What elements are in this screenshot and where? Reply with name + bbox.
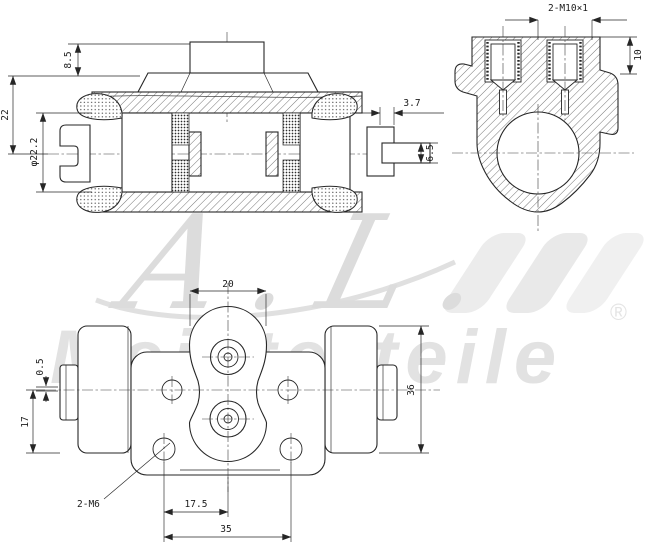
dim-boss-height: 8.5 <box>63 51 74 68</box>
dim-slot-depth: 3.7 <box>403 98 420 109</box>
piston-left <box>121 112 173 193</box>
side-section-view: 8.5 22 φ22.2 3.7 6.5 <box>0 32 444 213</box>
dim-step: 0.5 <box>35 358 46 375</box>
spigot-right <box>376 364 398 421</box>
dim-hole-spacing: 35 <box>220 524 231 535</box>
dim-boss-width: 20 <box>222 279 234 290</box>
body-right <box>324 325 378 454</box>
pushrod <box>381 142 431 164</box>
dim-hole-offset: 17.5 <box>185 499 208 510</box>
seal <box>171 112 190 146</box>
logo-stripes-icon <box>444 233 644 313</box>
spigot-left <box>59 364 79 421</box>
dim-thread-spec: 2-M10×1 <box>548 3 588 14</box>
clevis-left <box>59 124 91 183</box>
dim-bolt-spec: 2-M6 <box>77 499 100 510</box>
dim-bore-diameter: φ22.2 <box>29 138 40 167</box>
watermark-swash <box>95 259 457 320</box>
dim-rod-height: 6.5 <box>425 144 436 161</box>
dim-body-height: 36 <box>406 384 417 396</box>
dim-lower-half: 17 <box>20 416 31 427</box>
registered-trademark-icon: ® <box>610 299 627 325</box>
front-view: 20 36 0.5 17 2-M6 17.5 35 <box>20 279 440 542</box>
end-section-view: 2-M10×1 10 <box>452 3 644 232</box>
body-left <box>77 325 132 454</box>
dim-half-height: 22 <box>0 109 11 120</box>
dim-thread-depth: 10 <box>633 49 644 61</box>
watermark-script-text: A.L. <box>99 188 531 340</box>
piston-right <box>299 112 351 193</box>
